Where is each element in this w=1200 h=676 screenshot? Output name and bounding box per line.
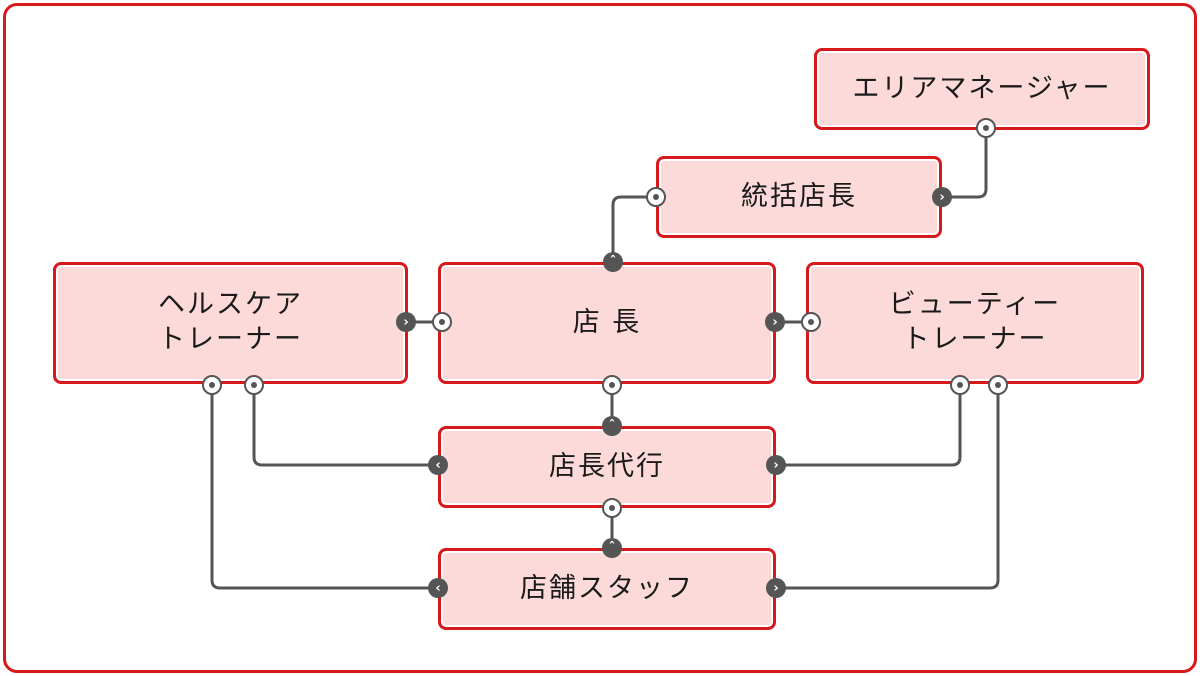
chevron-right-icon[interactable]: › [396,312,416,332]
chevron-left-icon[interactable]: ‹ [428,578,448,598]
node-area-manager[interactable]: エリアマネージャー [814,48,1150,130]
node-chief-manager[interactable]: 統括店長 [656,156,942,238]
input-port-icon[interactable] [976,118,996,138]
chevron-left-icon[interactable]: ‹ [428,455,448,475]
chevron-right-icon[interactable]: › [932,187,952,207]
node-label: 店 長 [572,306,642,338]
connector-acting-to-beauty [776,385,962,467]
input-port-icon[interactable] [432,312,452,332]
node-label: エリアマネージャー [852,72,1112,104]
node-label: 店長代行 [549,450,665,482]
chevron-up-icon[interactable]: ˆ [602,416,622,436]
connector-staff-to-health [210,385,438,590]
input-port-icon[interactable] [646,187,666,207]
node-store-staff[interactable]: 店舗スタッフ [438,548,776,630]
node-health-trainer[interactable]: ヘルスケア トレーナー [53,262,408,384]
node-store-manager[interactable]: 店 長 [438,262,776,384]
node-label: ヘルスケア トレーナー [158,289,303,355]
node-acting-manager[interactable]: 店長代行 [438,426,776,508]
connector-chief-to-area [942,129,988,199]
input-port-icon[interactable] [244,375,264,395]
input-port-icon[interactable] [950,375,970,395]
diagram-frame [3,3,1197,673]
chevron-right-icon[interactable]: › [766,455,786,475]
input-port-icon[interactable] [602,498,622,518]
node-label: ビューティー トレーナー [888,289,1062,355]
input-port-icon[interactable] [602,375,622,395]
input-port-icon[interactable] [988,375,1008,395]
input-port-icon[interactable] [801,312,821,332]
node-label: 統括店長 [741,180,857,212]
chevron-right-icon[interactable]: › [766,578,786,598]
chevron-up-icon[interactable]: ˆ [602,538,622,558]
chevron-up-icon[interactable]: ˆ [603,252,623,272]
input-port-icon[interactable] [202,375,222,395]
connector-acting-to-health [252,385,438,467]
connector-store-to-chief [611,195,657,262]
node-beauty-trainer[interactable]: ビューティー トレーナー [806,262,1144,384]
connector-staff-to-beauty [776,385,1000,590]
node-label: 店舗スタッフ [520,572,694,604]
chevron-right-icon[interactable]: › [765,312,785,332]
